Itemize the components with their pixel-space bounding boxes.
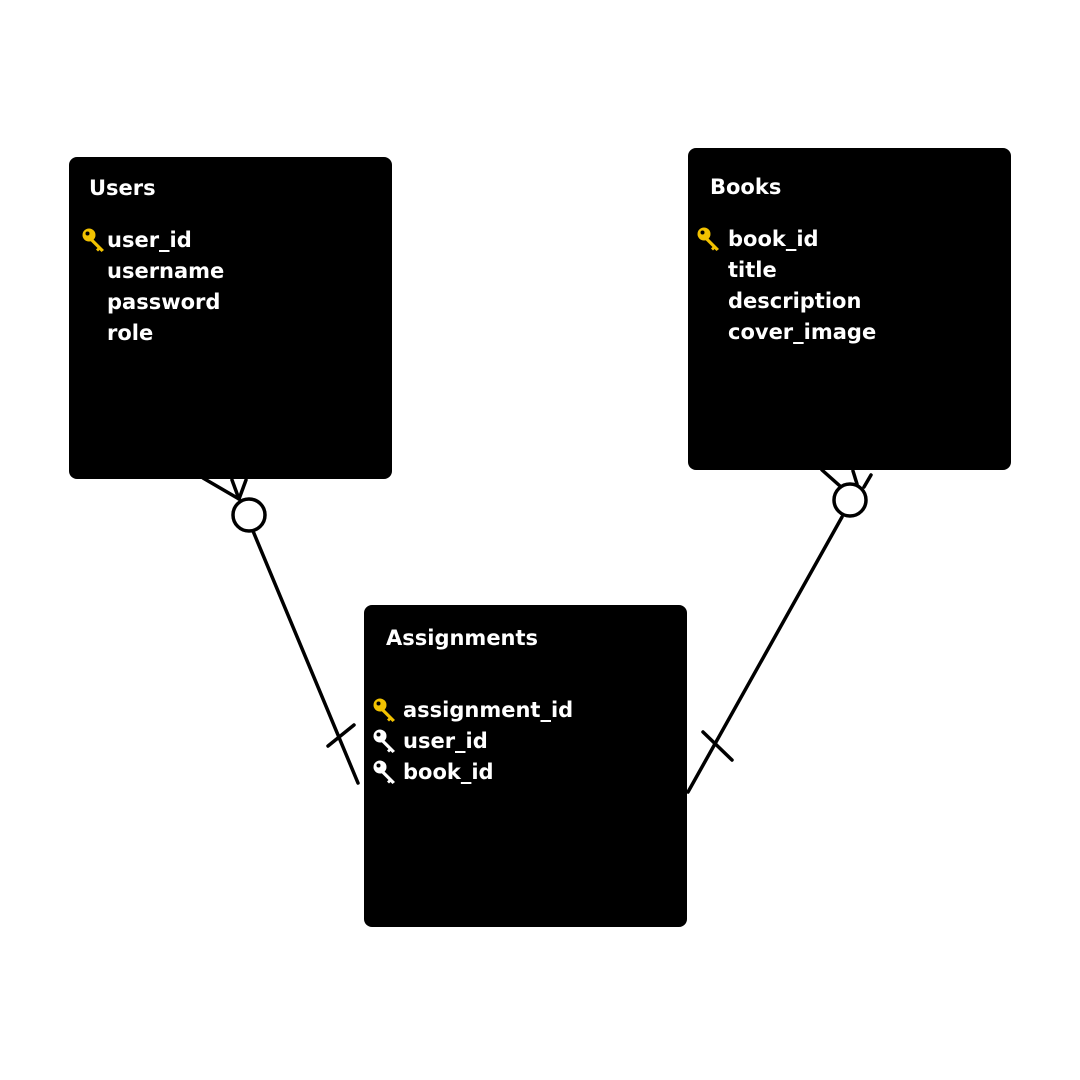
- entity-books[interactable]: Books book_id title description cover_im…: [688, 148, 1011, 470]
- field-row[interactable]: user_id: [372, 725, 488, 756]
- primary-key-icon: [696, 226, 722, 252]
- primary-key-icon: [372, 697, 398, 723]
- field-name: user_id: [403, 728, 488, 753]
- relationship-users-assignments[interactable]: [201, 476, 360, 785]
- primary-key-icon: [81, 227, 107, 253]
- foreign-key-icon: [372, 728, 398, 754]
- crowfoot-prong-right: [862, 473, 873, 489]
- field-name: book_id: [403, 759, 494, 784]
- foreign-key-icon: [372, 759, 398, 785]
- field-name: user_id: [107, 227, 192, 252]
- connector-line: [251, 529, 360, 785]
- field-row[interactable]: user_id: [81, 224, 192, 255]
- field-name: password: [107, 289, 221, 314]
- crowfoot-prong-center: [851, 469, 859, 486]
- field-row[interactable]: role: [81, 317, 153, 348]
- field-row[interactable]: password: [81, 286, 220, 317]
- entity-title: Users: [89, 176, 156, 200]
- field-name: cover_image: [728, 319, 877, 344]
- zero-circle-marker: [832, 482, 868, 518]
- crowfoot-prong-left: [820, 468, 842, 488]
- field-row[interactable]: title: [696, 254, 777, 285]
- entity-title: Books: [710, 175, 782, 199]
- one-tick-mark: [326, 723, 356, 748]
- relationship-books-assignments[interactable]: [686, 468, 873, 794]
- field-row[interactable]: book_id: [372, 756, 494, 787]
- field-name: title: [728, 257, 777, 282]
- field-row[interactable]: username: [81, 255, 224, 286]
- crowfoot-prong-left: [201, 476, 241, 501]
- field-name: assignment_id: [403, 697, 574, 722]
- field-row[interactable]: book_id: [696, 223, 819, 254]
- one-tick-mark: [701, 730, 734, 762]
- crowfoot-prong-center: [230, 478, 241, 501]
- connector-line: [686, 515, 844, 794]
- entity-users[interactable]: Users user_id username password role: [69, 157, 392, 479]
- entity-title: Assignments: [386, 626, 539, 650]
- field-row[interactable]: cover_image: [696, 316, 876, 347]
- entity-assignments[interactable]: Assignments assignment_id user_id book_i…: [364, 605, 687, 927]
- field-name: role: [107, 320, 154, 345]
- field-name: description: [728, 288, 862, 313]
- zero-circle-marker: [231, 497, 267, 533]
- field-name: username: [107, 258, 225, 283]
- field-name: book_id: [728, 226, 819, 251]
- field-row[interactable]: assignment_id: [372, 694, 573, 725]
- field-row[interactable]: description: [696, 285, 861, 316]
- crowfoot-prong-right: [237, 478, 248, 501]
